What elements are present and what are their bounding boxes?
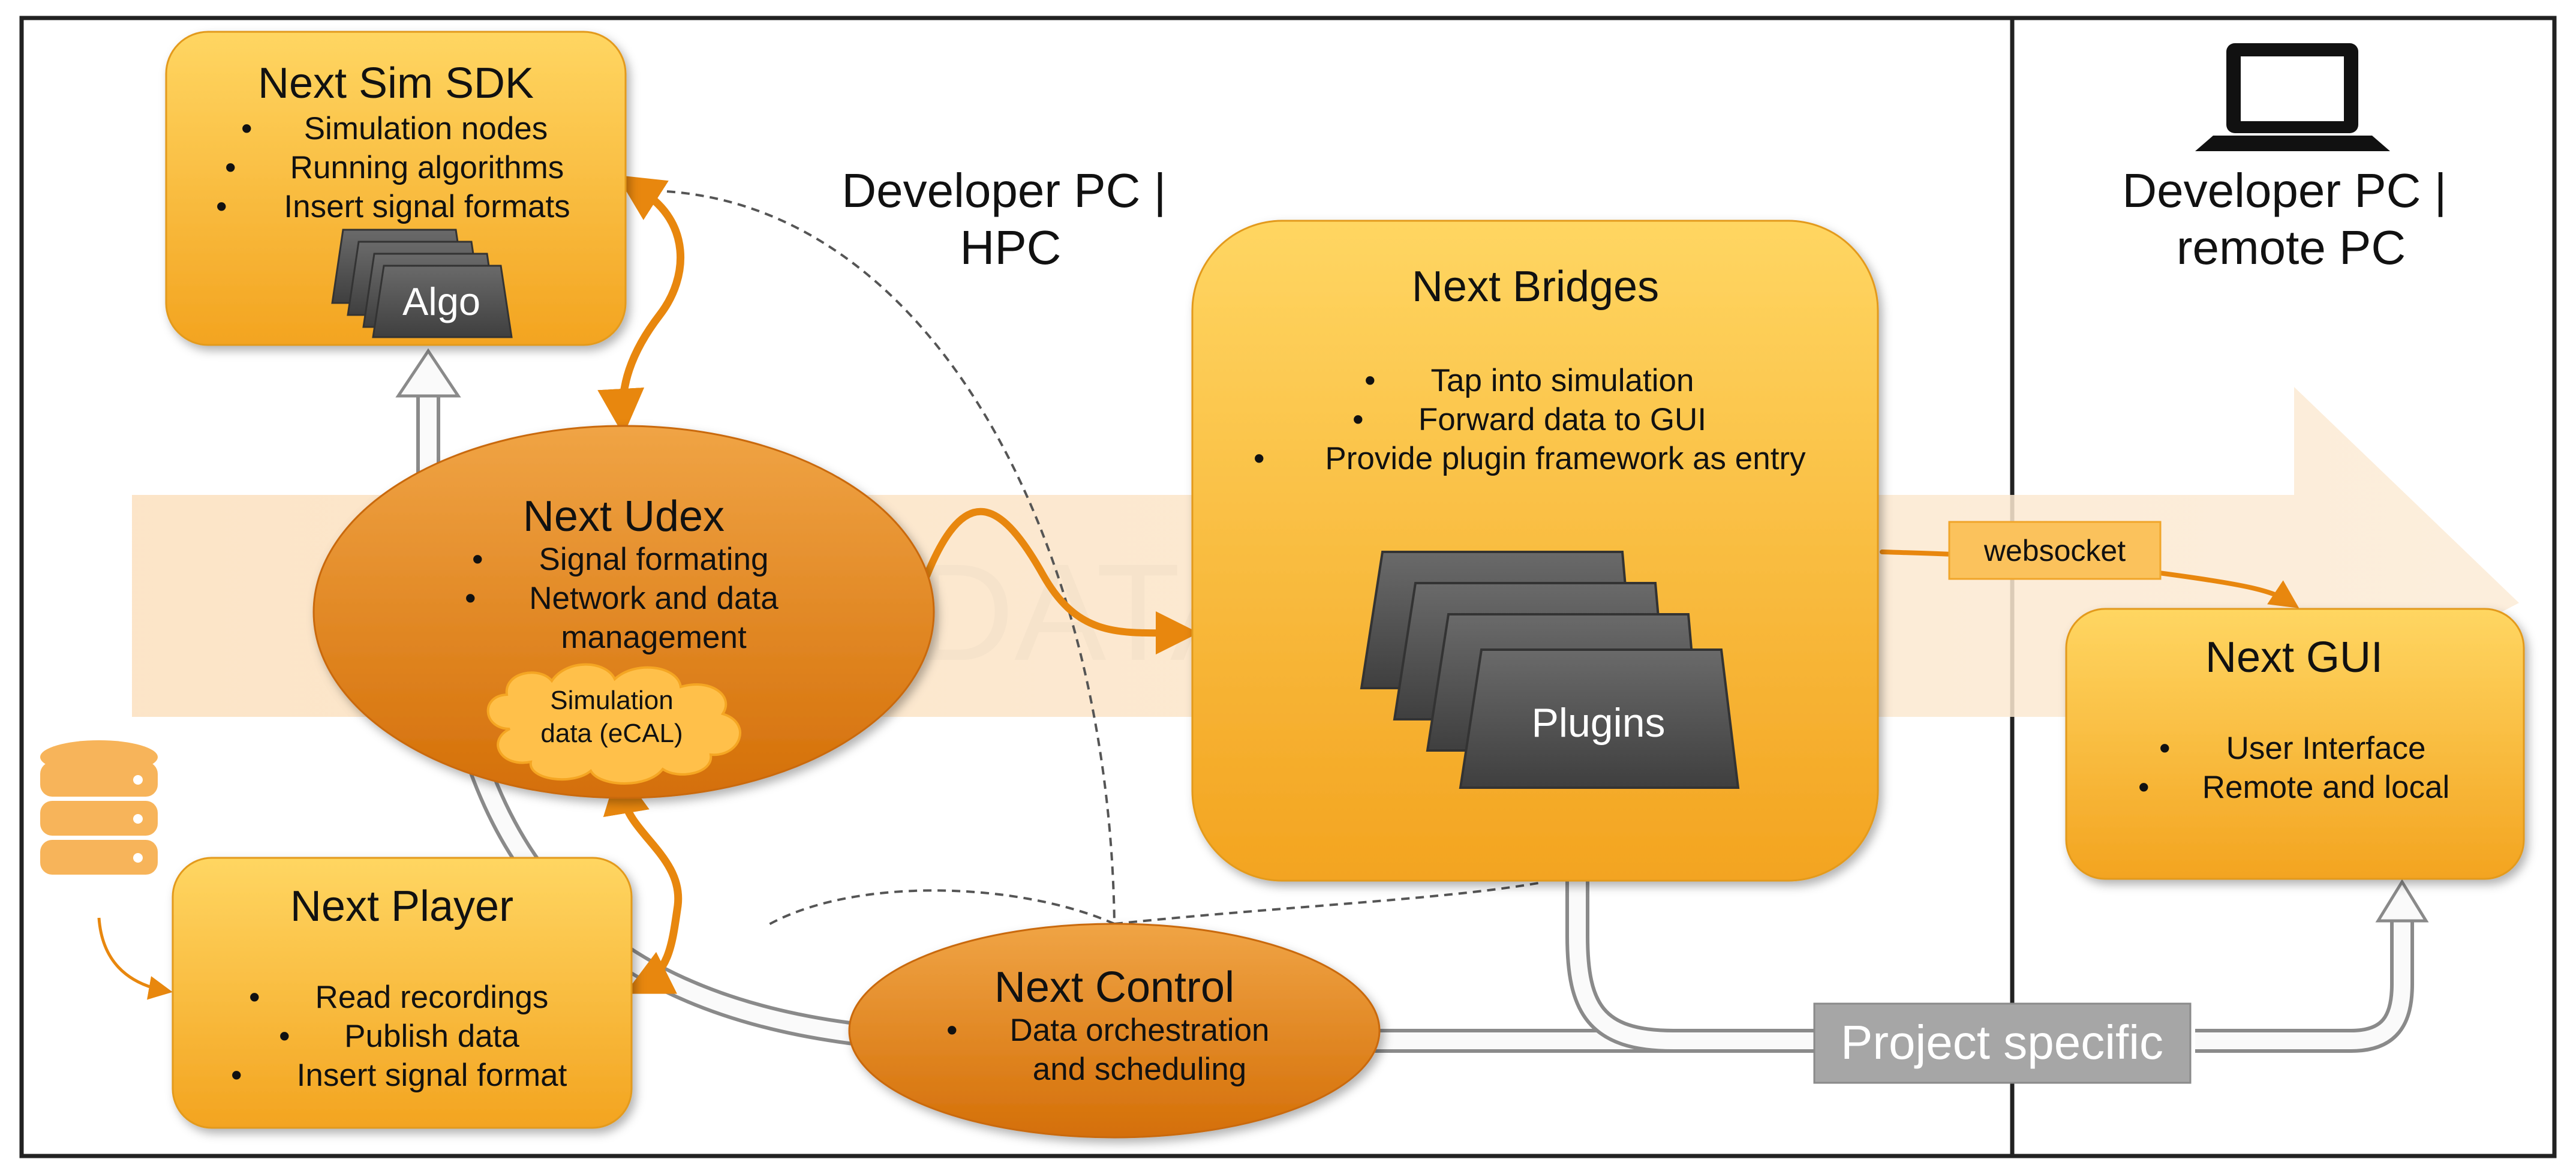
- player-bullet-dot: •: [279, 1019, 290, 1054]
- control-title: Next Control: [994, 963, 1234, 1011]
- player-bullet-3: Insert signal format: [297, 1058, 567, 1093]
- sim-sdk-title: Next Sim SDK: [258, 59, 534, 107]
- gui-bullet-dot: •: [2159, 731, 2171, 766]
- player-box: Next Player • Read recordings • Publish …: [172, 857, 633, 1129]
- ecal-cloud-line1: Simulation: [550, 686, 673, 715]
- control-bullet-1-cont: and scheduling: [1033, 1052, 1247, 1087]
- gui-bullet-2: Remote and local: [2202, 770, 2449, 805]
- sim-sdk-bullet-1: Simulation nodes: [304, 111, 548, 146]
- pipe-arrowhead-gui: [2375, 879, 2429, 923]
- bridges-title: Next Bridges: [1412, 263, 1659, 311]
- player-bullet-1: Read recordings: [315, 980, 549, 1015]
- control-bullet-dot: •: [946, 1013, 958, 1048]
- udex-title: Next Udex: [523, 493, 725, 541]
- player-bullet-dot: •: [249, 980, 260, 1015]
- sim-sdk-bullet-dot: •: [225, 150, 236, 185]
- control-bullet-1: Data orchestration: [1009, 1013, 1269, 1048]
- ecal-cloud: Simulation data (eCAL): [486, 663, 741, 785]
- zone-label-right: Developer PC | remote PC: [2122, 164, 2460, 274]
- algo-stack: Algo: [331, 229, 513, 338]
- sim-sdk-bullet-2: Running algorithms: [290, 150, 564, 185]
- sim-sdk-bullet-dot: •: [241, 111, 253, 146]
- database-to-player-arrow: [97, 917, 173, 1000]
- player-title: Next Player: [290, 882, 513, 930]
- project-specific-box: Project specific: [1813, 1002, 2192, 1084]
- gui-bullet-1: User Interface: [2226, 731, 2426, 766]
- gui-bullet-dot: •: [2138, 770, 2150, 805]
- websocket-label: websocket: [1983, 534, 2126, 568]
- project-specific-label: Project specific: [1841, 1016, 2163, 1069]
- algo-label: Algo: [402, 280, 480, 323]
- control-dashed-links: [652, 190, 1539, 928]
- bridges-bullet-dot: •: [1352, 402, 1364, 437]
- sim-sdk-bullet-dot: •: [216, 189, 227, 224]
- udex-bullet-dot: •: [472, 542, 483, 577]
- player-bullet-dot: •: [231, 1058, 242, 1093]
- outer-frame: [19, 16, 2557, 1158]
- bridges-box: Next Bridges • Tap into simulation • For…: [1191, 220, 1879, 882]
- sim-sdk-bullet-3: Insert signal formats: [284, 189, 570, 224]
- gui-box: Next GUI • User Interface • Remote and l…: [2065, 608, 2525, 880]
- udex-bullet-dot: •: [465, 581, 476, 616]
- player-bullet-2: Publish data: [344, 1019, 519, 1054]
- bridges-bullet-dot: •: [1364, 363, 1376, 398]
- gui-title: Next GUI: [2205, 633, 2383, 681]
- zone-label-right-line1: Developer PC |: [2122, 164, 2446, 217]
- bridges-bullet-1: Tap into simulation: [1431, 363, 1694, 398]
- plugins-stack: Plugins: [1360, 551, 1740, 789]
- laptop-icon: [2195, 43, 2390, 151]
- bridges-bullet-3: Provide plugin framework as entry: [1325, 441, 1806, 476]
- udex-bullet-2-cont: management: [561, 620, 747, 655]
- zone-label-left-line1: Developer PC |: [841, 164, 1166, 217]
- udex-ellipse: Next Udex • Signal formating • Network a…: [312, 425, 935, 799]
- pipe-arrowhead-simsdk: [395, 348, 461, 398]
- udex-bullet-2: Network and data: [529, 581, 778, 616]
- bridges-bullet-2: Forward data to GUI: [1418, 402, 1706, 437]
- control-ellipse: Next Control • Data orchestration and sc…: [848, 923, 1381, 1139]
- sim-sdk-box: Next Sim SDK • Simulation nodes • Runnin…: [165, 31, 627, 346]
- udex-bullet-1: Signal formating: [539, 542, 769, 577]
- zone-label-right-line2: remote PC: [2177, 221, 2406, 274]
- bridges-bullet-dot: •: [1254, 441, 1265, 476]
- zone-label-left-line2: HPC: [960, 221, 1062, 274]
- sim-sdk-bullets: • Simulation nodes • Running algorithms …: [216, 111, 570, 224]
- websocket-label-box: websocket: [1948, 521, 2162, 580]
- plugins-label: Plugins: [1531, 700, 1665, 746]
- zone-label-left: Developer PC | HPC: [841, 164, 1179, 274]
- ecal-cloud-line2: data (eCAL): [540, 719, 683, 748]
- database-icon: [40, 740, 158, 875]
